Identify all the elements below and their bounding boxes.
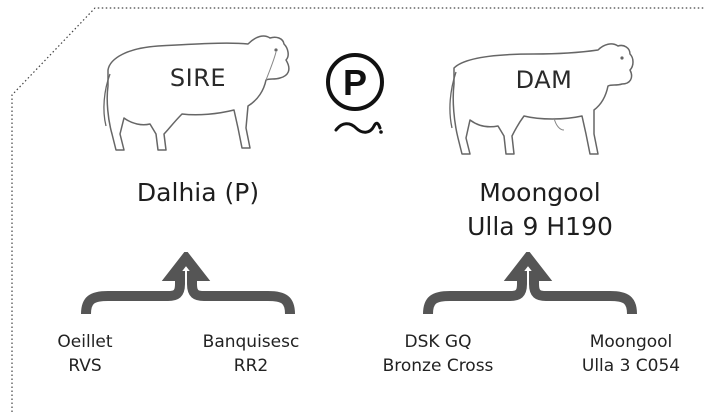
sire-parent-2-line-1: Banquisesc — [202, 332, 300, 352]
dam-name: Moongool Ulla 9 H190 — [420, 176, 660, 244]
sire-name-line: Dalhia (P) — [136, 178, 260, 207]
sire-parent-2: Banquisesc RR2 — [186, 330, 316, 378]
dam-parent-1: DSK GQ Bronze Cross — [368, 330, 508, 378]
sire-parent-1-line-1: Oeillet — [57, 332, 113, 352]
dam-name-line-1: Moongool — [479, 178, 601, 207]
sire-parent-2-line-2: RR2 — [233, 356, 269, 376]
dam-parent-2-line-2: Ulla 3 C054 — [581, 356, 681, 376]
dam-parent-2-line-1: Moongool — [589, 332, 673, 352]
dam-cow-icon — [449, 43, 634, 155]
poll-letter: P — [343, 62, 367, 103]
dam-bracket-arrow — [423, 252, 637, 315]
dam-parent-1-line-2: Bronze Cross — [382, 356, 494, 376]
sire-label: SIRE — [169, 64, 227, 92]
dam-parent-1-line-1: DSK GQ — [404, 332, 472, 352]
dam-label: DAM — [515, 66, 573, 94]
polled-icon: P — [326, 53, 384, 134]
dam-parent-2: Moongool Ulla 3 C054 — [566, 330, 696, 378]
sire-name: Dalhia (P) — [98, 176, 298, 210]
sire-bull-icon — [103, 35, 290, 151]
sire-bracket-arrow — [81, 252, 295, 315]
sire-parent-1-line-2: RVS — [68, 356, 102, 376]
sire-parent-1: Oeillet RVS — [30, 330, 140, 378]
dam-name-line-2: Ulla 9 H190 — [467, 212, 613, 241]
